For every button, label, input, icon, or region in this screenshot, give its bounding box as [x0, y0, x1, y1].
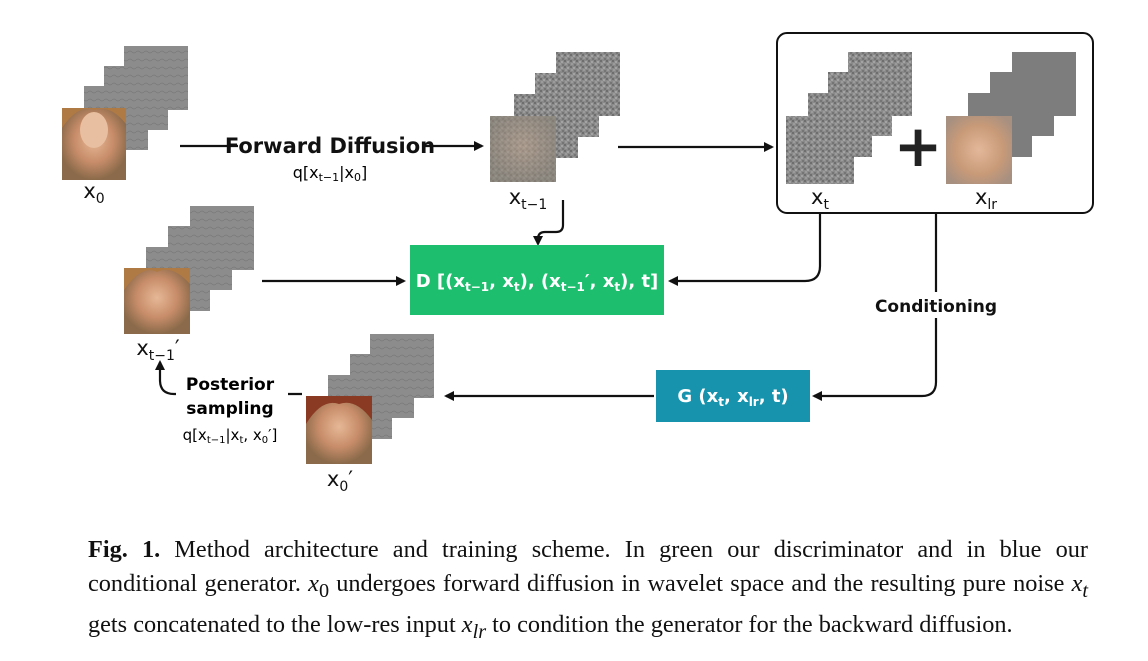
posterior-formula: q[xt−1|xt, x0′]	[183, 426, 278, 446]
conditioning-label: Conditioning	[875, 297, 997, 317]
xt-image-stack	[786, 52, 912, 184]
caption-xlr-sub: lr	[472, 620, 487, 643]
posterior-sampling-arrow	[155, 360, 302, 396]
caption-text-3: gets concatenated to the low-res input	[88, 610, 462, 638]
posterior-label-line1: Posterior	[186, 375, 275, 395]
generator-box	[656, 370, 810, 422]
discriminator-label: D [(xt−1, xt), (xt−1′, xt), t]	[416, 271, 659, 294]
caption-figure-number: Fig. 1.	[88, 536, 161, 563]
arrow-xtm1-to-discriminator	[533, 200, 565, 246]
architecture-diagram: x0 Forward Diffusion q[xt−1|x0] xt−1 xt …	[62, 32, 1094, 495]
figure-caption: Fig. 1. Method architecture and training…	[88, 533, 1088, 649]
caption-xt: x	[1071, 570, 1083, 597]
x0-prime-image-stack	[306, 334, 434, 464]
label-xtm1-prime: xt−1′	[136, 336, 180, 364]
caption-text-2: undergoes forward diffusion in wavelet s…	[329, 570, 1072, 597]
caption-x0: x	[308, 570, 319, 597]
label-x0: x0	[83, 179, 104, 207]
label-x0-prime: x0′	[327, 467, 353, 495]
caption-text-1: Method architecture and training scheme.…	[88, 536, 1088, 597]
conditioning-arrow	[812, 214, 938, 401]
plus-icon: +	[894, 112, 943, 180]
generator-label: G (xt, xlr, t)	[677, 386, 788, 409]
label-xlr: xlr	[975, 185, 997, 213]
arrow-xt-to-discriminator	[668, 214, 822, 286]
blurred-face-image	[946, 116, 1012, 184]
discriminator-box	[410, 245, 664, 315]
caption-x0-sub: 0	[318, 579, 330, 602]
label-xtm1: xt−1	[509, 185, 548, 213]
caption-text-4: to condition the generator for the backw…	[486, 610, 1013, 638]
posterior-label-line2: sampling	[186, 399, 273, 419]
forward-diffusion-title: Forward Diffusion	[225, 134, 435, 158]
caption-xlr: x	[461, 610, 473, 638]
xtm1-image-stack	[490, 52, 620, 182]
caption-xt-sub: t	[1082, 579, 1088, 602]
label-xt: xt	[811, 185, 829, 213]
xtm1-prime-image-stack	[124, 206, 254, 334]
x0-image-stack	[62, 46, 188, 180]
forward-diffusion-formula: q[xt−1|x0]	[293, 163, 368, 184]
xlr-image-stack	[946, 52, 1076, 184]
face-image-xtm1-prime	[124, 268, 190, 334]
